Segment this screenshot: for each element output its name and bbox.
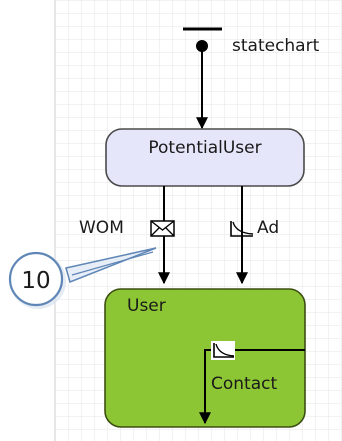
transition-wom-label: WOM (79, 218, 124, 238)
state-potential-user[interactable]: PotentialUser (105, 128, 305, 187)
rate-curve-icon (230, 221, 254, 237)
callout-number: 10 (21, 268, 50, 294)
transition-ad-label: Ad (257, 218, 279, 238)
callout-badge: 10 (8, 247, 157, 309)
envelope-icon (150, 220, 175, 237)
transition-contact-label: Contact (211, 374, 277, 394)
state-user-label: User (127, 296, 166, 316)
entry-label: statechart (232, 36, 320, 56)
statechart-entry-point[interactable] (183, 27, 222, 130)
rate-curve-icon (211, 341, 235, 360)
transition-contact[interactable] (199, 349, 305, 425)
state-potential-user-label: PotentialUser (148, 138, 261, 158)
